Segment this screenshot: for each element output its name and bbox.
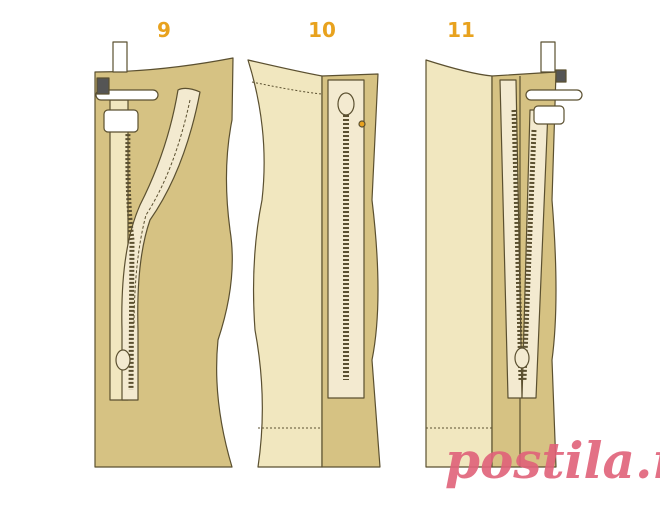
stitch-line bbox=[133, 99, 191, 331]
zipper-tape-curved bbox=[121, 87, 201, 401]
zipper-teeth bbox=[511, 109, 537, 381]
zipper-pull bbox=[115, 349, 131, 371]
pin-head-icon bbox=[358, 120, 366, 128]
presser-foot-icon bbox=[525, 41, 583, 125]
presser-foot-icon bbox=[95, 41, 159, 133]
step-number-10: 10 bbox=[308, 18, 336, 42]
step-9-panel bbox=[94, 41, 234, 468]
step-number-11: 11 bbox=[447, 18, 475, 42]
zipper-teeth bbox=[125, 129, 135, 391]
fabric-left bbox=[425, 59, 493, 468]
fabric-left bbox=[247, 59, 323, 468]
seam-dotted bbox=[251, 81, 323, 95]
zipper-pull bbox=[514, 347, 530, 369]
watermark: postila.ru bbox=[445, 431, 660, 490]
step-number-9: 9 bbox=[157, 18, 171, 42]
zipper-pull bbox=[337, 92, 355, 116]
step-11-panel bbox=[425, 41, 583, 468]
step-10-panel bbox=[247, 59, 381, 468]
